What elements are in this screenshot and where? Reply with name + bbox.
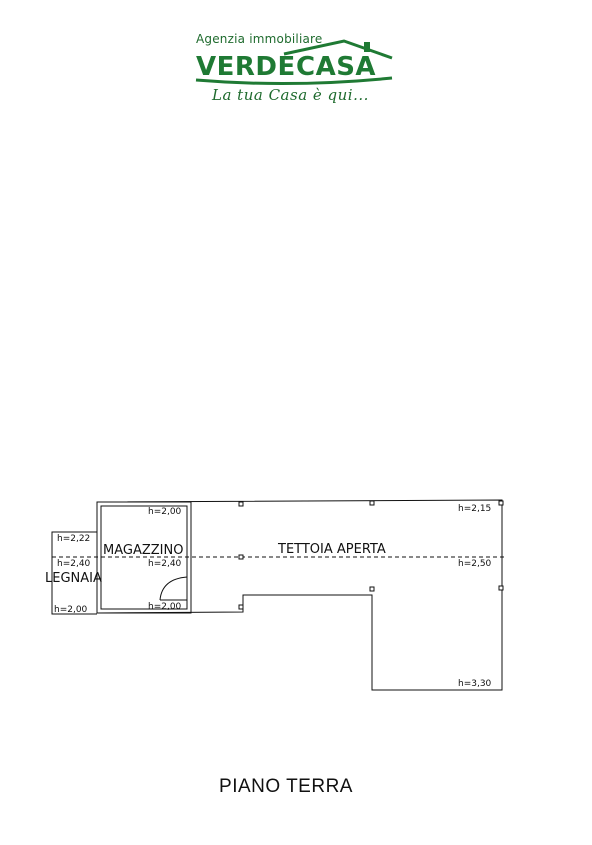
door-arc xyxy=(159,576,188,601)
height-tettoia-mid: h=2,50 xyxy=(458,559,492,569)
room-label-magazzino: MAGAZZINO xyxy=(103,543,183,558)
brand-word-casa: CASA xyxy=(296,52,377,82)
room-label-legnaia: LEGNAIA xyxy=(45,571,102,586)
height-magazzino-mid: h=2,40 xyxy=(148,559,182,569)
height-legnaia-mid: h=2,40 xyxy=(57,559,91,569)
floor-title: PIANO TERRA xyxy=(219,776,353,797)
height-magazzino-bottom: h=2,00 xyxy=(148,602,182,612)
house-roof-icon xyxy=(195,39,393,86)
outer-wall xyxy=(96,499,503,691)
height-legnaia-top: h=2,22 xyxy=(57,534,90,544)
height-legnaia-bottom: h=2,00 xyxy=(54,605,88,615)
legnaia-wall xyxy=(51,531,97,615)
height-tettoia-bottom: h=3,30 xyxy=(458,679,492,689)
brand-slogan: La tua Casa è qui... xyxy=(212,86,369,104)
brand-word-verde: VERDE xyxy=(196,52,296,82)
height-tettoia-top: h=2,15 xyxy=(458,504,491,514)
height-magazzino-top: h=2,00 xyxy=(148,507,182,517)
room-label-tettoia: TETTOIA APERTA xyxy=(277,542,386,557)
agency-label: Agenzia immobiliare xyxy=(196,32,323,46)
agency-logo: Agenzia immobiliare VERDE CASA La tua Ca… xyxy=(192,28,402,110)
